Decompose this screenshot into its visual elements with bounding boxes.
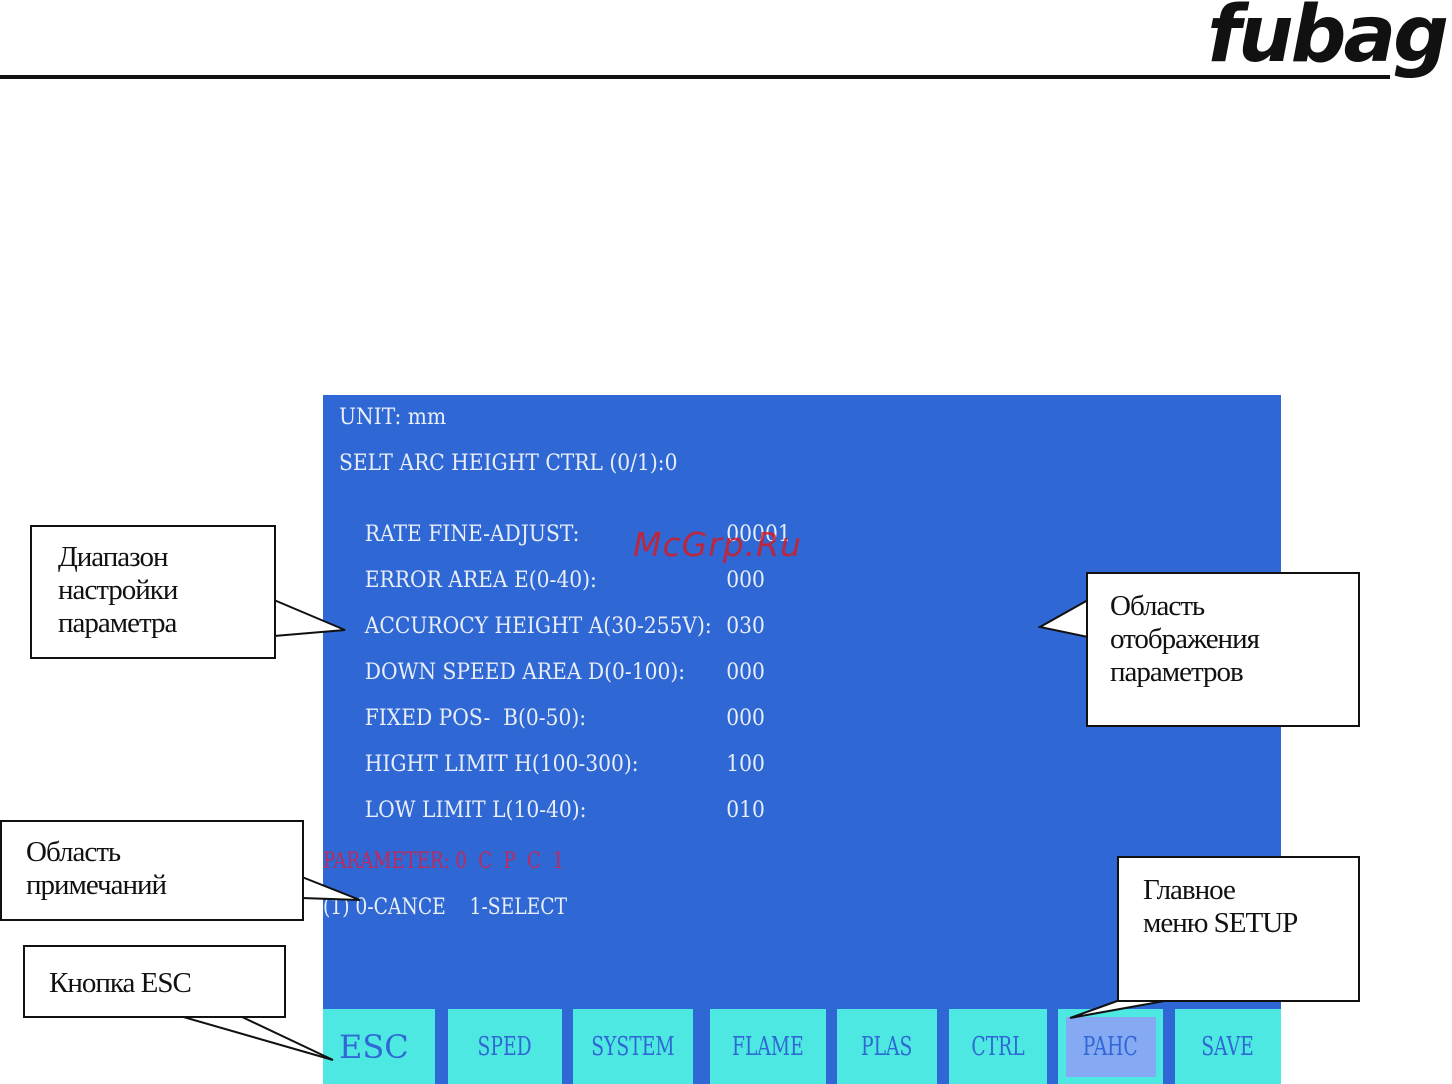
param-value[interactable]: 00001 [726, 522, 791, 547]
notes-hint: PARAMETER: 0 C P C 1 [323, 849, 564, 874]
param-label: DOWN SPEED AREA D(0-100): [364, 660, 686, 685]
param-label: HIGHT LIMIT H(100-300): [364, 752, 639, 777]
ctrl-button[interactable]: CTRL [949, 1009, 1047, 1084]
arc-height-ctrl-line[interactable]: SELT ARC HEIGHT CTRL (0/1):0 [339, 451, 678, 476]
param-row-low-limit[interactable]: LOW LIMIT L(10-40): 010 [339, 773, 765, 848]
param-label: LOW LIMIT L(10-40): [364, 798, 587, 823]
fkey-label: FLAME [732, 1031, 804, 1062]
save-button[interactable]: SAVE [1175, 1009, 1281, 1084]
param-value[interactable]: 000 [726, 660, 765, 685]
callout-display-area: Область отображения параметров [1086, 572, 1360, 727]
pahc-highlight: PAHC [1065, 1016, 1156, 1077]
callout-range: Диапазон настройки параметра [30, 525, 276, 659]
param-row-accuracy-height[interactable]: ACCUROCY HEIGHT A(30-255V): 030 [339, 589, 765, 664]
param-row-down-speed-area[interactable]: DOWN SPEED AREA D(0-100): 000 [339, 635, 765, 710]
param-row-fixed-pos[interactable]: FIXED POS- B(0-50): 000 [339, 681, 765, 756]
param-value[interactable]: 030 [726, 614, 765, 639]
param-label: RATE FINE-ADJUST: [364, 522, 580, 547]
notes-select-hint: (1) 0-CANCE 1-SELECT [323, 895, 568, 920]
callout-esc-button: Кнопка ESC [23, 945, 286, 1018]
esc-button[interactable]: ESC [323, 1009, 435, 1084]
pahc-button[interactable]: PAHC [1058, 1009, 1163, 1084]
fkey-label: PAHC [1082, 1031, 1139, 1062]
callout-setup-menu: Главное меню SETUP [1117, 856, 1360, 1002]
fkey-label: ESC [339, 1027, 409, 1066]
parameter-screen: UNIT: mm SELT ARC HEIGHT CTRL (0/1):0 RA… [323, 395, 1281, 1084]
fkey-label: SYSTEM [591, 1031, 675, 1062]
fubag-logo: fubag [1207, 0, 1449, 80]
param-value[interactable]: 000 [726, 568, 765, 593]
param-label: FIXED POS- B(0-50): [364, 706, 587, 731]
header-rule [0, 75, 1390, 79]
watermark: McGrp.Ru [633, 525, 803, 564]
param-value[interactable]: 000 [726, 706, 765, 731]
unit-line: UNIT: mm [339, 405, 447, 430]
fkey-label: SPED [477, 1031, 533, 1062]
param-row-hight-limit[interactable]: HIGHT LIMIT H(100-300): 100 [339, 727, 765, 802]
fkey-label: SAVE [1201, 1031, 1255, 1062]
param-label: ACCUROCY HEIGHT A(30-255V): [364, 614, 712, 639]
param-row-error-area[interactable]: ERROR AREA E(0-40): 000 [339, 543, 765, 618]
callout-notes-area: Область примечаний [0, 820, 304, 921]
flame-button[interactable]: FLAME [710, 1009, 826, 1084]
param-value[interactable]: 010 [726, 798, 765, 823]
system-button[interactable]: SYSTEM [573, 1009, 693, 1084]
param-value[interactable]: 100 [726, 752, 765, 777]
param-label: ERROR AREA E(0-40): [364, 568, 597, 593]
plas-button[interactable]: PLAS [837, 1009, 937, 1084]
fkey-label: CTRL [971, 1031, 1025, 1062]
sped-button[interactable]: SPED [448, 1009, 562, 1084]
param-row-rate-fine-adjust[interactable]: RATE FINE-ADJUST: 00001 [339, 497, 791, 572]
esc-callout-pointer [179, 1015, 334, 1061]
fkey-label: PLAS [861, 1031, 913, 1062]
